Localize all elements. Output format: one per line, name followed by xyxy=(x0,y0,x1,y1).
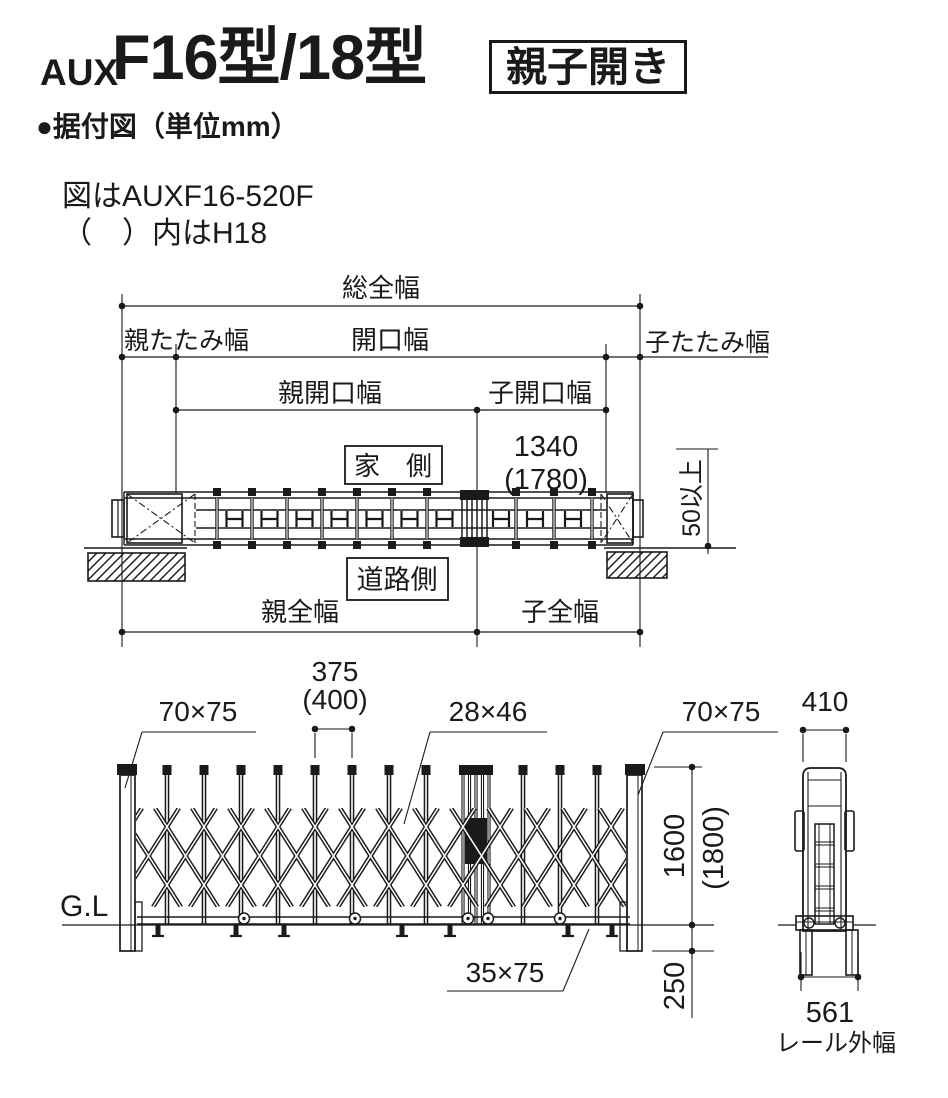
plan-view-drawing: 総全幅 親たたみ幅 開口幅 子たたみ幅 親開口幅 子開口幅 1340 (1780… xyxy=(84,273,770,647)
dim-value-height: 1600 xyxy=(659,814,691,879)
callout-left-post-size: 70×75 xyxy=(159,696,238,727)
dim-value-embed-depth: 250 xyxy=(659,962,691,1010)
brand-text: AUX xyxy=(40,52,119,93)
side-post-body xyxy=(794,767,855,932)
plan-gate-rails xyxy=(123,491,634,546)
elevation-view-drawing: 70×75 375 (400) 28×46 70×75 xyxy=(60,656,778,1018)
elevation-bottom-rail xyxy=(137,916,630,925)
leader-lattice-bar xyxy=(403,731,547,825)
side-handle-left xyxy=(794,810,805,852)
plan-dividers xyxy=(213,488,596,549)
leader-bottom-rail xyxy=(447,928,590,992)
plan-folded-parent-section xyxy=(126,493,196,544)
callout-bottom-rail-size: 35×75 xyxy=(466,957,545,988)
road-side-box xyxy=(346,557,449,601)
plan-wall-right xyxy=(606,551,668,579)
dim-value-post-width: 410 xyxy=(802,686,849,717)
callout-right-post-size: 70×75 xyxy=(682,696,761,727)
side-view-drawing: 410 561 レール外幅 xyxy=(776,686,896,1057)
leader-left-post xyxy=(124,731,256,789)
dim-label-rail-outer-width: レール外幅 xyxy=(776,1030,896,1057)
dim-value-height-h18: (1800) xyxy=(698,806,730,890)
callout-lattice-bar-size: 28×46 xyxy=(449,696,528,727)
opening-type-badge: 親子開き xyxy=(489,40,687,94)
callout-pitch-value-h18: (400) xyxy=(302,684,367,715)
dim-value-child-opening: 1340 xyxy=(514,431,579,463)
plan-dimension-lines xyxy=(122,305,768,633)
caster-wheel xyxy=(834,917,846,929)
clearance-note-label: 50以上 xyxy=(678,459,706,537)
plan-wall-left xyxy=(87,552,186,582)
post-width-dimension xyxy=(802,729,847,762)
dim-label-child-fold-width: 子たたみ幅 xyxy=(645,329,770,357)
dim-label-parent-full-width: 親全幅 xyxy=(261,597,339,627)
elevation-lattice xyxy=(136,808,626,907)
note-h18-variant: （ ）内はH18 xyxy=(62,217,268,250)
rail-anchors xyxy=(152,925,618,938)
road-side-label: 道路側 xyxy=(357,565,438,595)
dim-label-total-width: 総全幅 xyxy=(342,273,420,303)
leader-right-post xyxy=(637,731,778,796)
rail-width-dimension xyxy=(800,952,859,991)
ground-level-label: G.L xyxy=(60,890,108,923)
section-title: ●据付図（単位mm） xyxy=(36,111,299,142)
dim-label-child-opening-width: 子開口幅 xyxy=(488,378,592,408)
rail-wheels xyxy=(237,912,567,925)
side-handle-right xyxy=(844,810,855,852)
dim-value-rail-outer-width: 561 xyxy=(806,997,854,1029)
plan-dimension-dots xyxy=(118,302,712,636)
elevation-left-post xyxy=(117,764,143,952)
note-model-example: 図はAUXF16-520F xyxy=(62,180,314,213)
elevation-right-post xyxy=(619,764,645,952)
model-title: F16型/18型 xyxy=(112,23,427,93)
side-base-and-rails xyxy=(778,915,876,976)
house-side-label: 家 側 xyxy=(354,451,432,481)
house-side-box xyxy=(344,445,443,485)
caster-wheel xyxy=(803,917,815,929)
plan-joint xyxy=(460,490,489,547)
pitch-dimension xyxy=(314,728,353,758)
dim-label-parent-opening-width: 親開口幅 xyxy=(278,378,382,408)
dim-label-opening-width: 開口幅 xyxy=(351,325,429,355)
dim-label-parent-fold-width: 親たたみ幅 xyxy=(124,327,249,355)
dim-label-child-full-width: 子全幅 xyxy=(521,597,599,627)
callout-pitch-value: 375 xyxy=(312,656,359,687)
plan-right-end-bracket xyxy=(632,499,644,538)
plan-folded-child-section xyxy=(600,493,634,544)
